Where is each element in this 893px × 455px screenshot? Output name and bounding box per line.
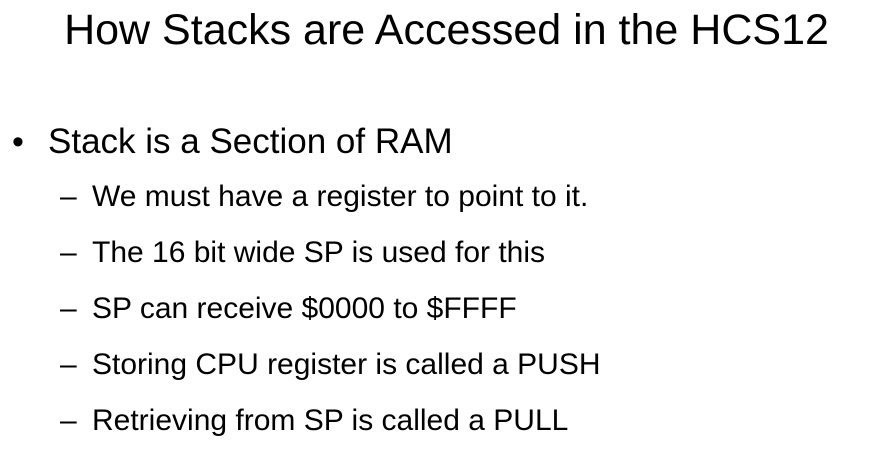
dash-icon: – xyxy=(60,180,77,213)
bullet-list: • Stack is a Section of RAM – We must ha… xyxy=(0,118,893,455)
main-bullet: • Stack is a Section of RAM xyxy=(0,118,893,168)
dash-icon: – xyxy=(60,292,77,325)
bullet-mark-icon: • xyxy=(12,123,24,161)
sub-bullet-4: – Storing CPU register is called a PUSH xyxy=(0,343,893,399)
sub-bullet-5: – Retrieving from SP is called a PULL xyxy=(0,399,893,455)
dash-icon: – xyxy=(60,404,77,437)
sub-bullet-1: – We must have a register to point to it… xyxy=(0,175,893,231)
main-bullet-text: Stack is a Section of RAM xyxy=(48,122,453,161)
sub-bullet-list: – We must have a register to point to it… xyxy=(0,175,893,455)
sub-bullet-text: The 16 bit wide SP is used for this xyxy=(92,236,546,269)
sub-bullet-text: We must have a register to point to it. xyxy=(92,180,589,213)
dash-icon: – xyxy=(60,236,77,269)
sub-bullet-text: Storing CPU register is called a PUSH xyxy=(92,348,601,381)
dash-icon: – xyxy=(60,348,77,381)
sub-bullet-2: – The 16 bit wide SP is used for this xyxy=(0,231,893,287)
sub-bullet-text: SP can receive $0000 to $FFFF xyxy=(92,292,517,325)
slide-title: How Stacks are Accessed in the HCS12 xyxy=(64,6,829,54)
sub-bullet-text: Retrieving from SP is called a PULL xyxy=(92,404,569,437)
sub-bullet-3: – SP can receive $0000 to $FFFF xyxy=(0,287,893,343)
